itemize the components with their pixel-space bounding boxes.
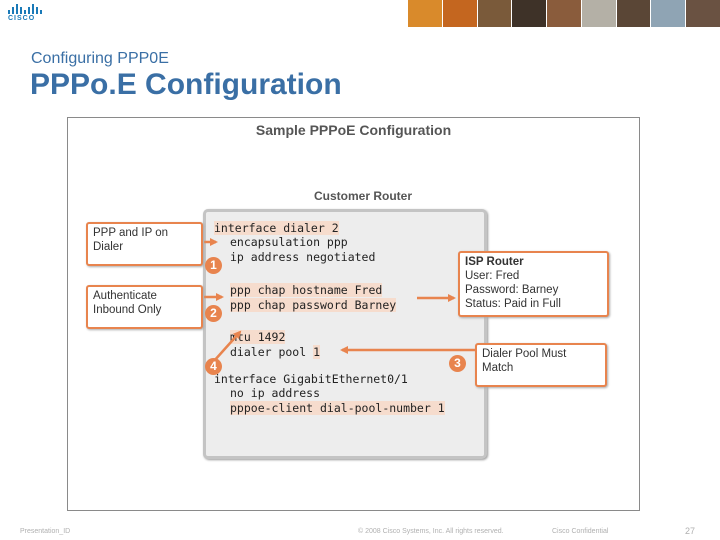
cisco-bars-icon — [8, 4, 44, 14]
cisco-logo: CISCO — [8, 4, 44, 26]
badge-1: 1 — [205, 257, 222, 274]
code-dialer-pool-number: 1 — [313, 345, 321, 359]
slide-subtitle: Configuring PPP0E — [31, 50, 169, 67]
footer-copyright: © 2008 Cisco Systems, Inc. All rights re… — [358, 528, 504, 535]
callout-auth-line2: Inbound Only — [93, 304, 162, 316]
slide-title: PPPo.E Configuration — [30, 68, 342, 101]
figure-title: Sample PPPoE Configuration — [255, 122, 452, 138]
code-interface-dialer: interface dialer 2 — [214, 221, 339, 235]
customer-router-title: Customer Router — [313, 189, 412, 203]
footer-presentation-id: Presentation_ID — [20, 528, 71, 535]
callout-auth-line1: Authenticate — [93, 290, 157, 302]
code-interface-gig: interface GigabitEthernet0/1 — [214, 372, 408, 386]
code-no-ip: no ip address — [230, 386, 321, 400]
callout-isp-user: User: Fred — [465, 270, 520, 282]
callout-pool-line2: Match — [482, 362, 514, 374]
callout-ppp-dialer: PPP and IP on Dialer — [86, 222, 203, 266]
callout-ppp-line1: PPP and IP on — [93, 227, 169, 239]
callout-pool-line1: Dialer Pool Must — [482, 348, 567, 360]
code-encapsulation: encapsulation ppp — [230, 235, 348, 249]
code-chap-password: ppp chap password Barney — [230, 298, 397, 312]
callout-isp-password: Password: Barney — [465, 284, 559, 296]
header-bar: CISCO — [0, 0, 720, 30]
customer-router-box: interface dialer 2 encapsulation ppp ip … — [203, 209, 487, 459]
arrow-mtu — [213, 330, 242, 362]
callout-authenticate: Authenticate Inbound Only — [86, 285, 203, 329]
callout-isp-heading: ISP Router — [465, 256, 524, 268]
code-pppoe-client: pppoe-client dial-pool-number 1 — [230, 401, 445, 415]
code-ip-address: ip address negotiated — [230, 250, 376, 264]
logo-text: CISCO — [8, 15, 36, 22]
callout-isp-status: Status: Paid in Full — [465, 298, 561, 310]
callout-ppp-line2: Dialer — [93, 241, 124, 253]
badge-2: 2 — [205, 305, 222, 322]
config-figure: Sample PPPoE Configuration Customer Rout… — [67, 117, 640, 511]
footer-confidential: Cisco Confidential — [552, 528, 609, 535]
callout-dialer-pool: Dialer Pool Must Match — [475, 343, 607, 387]
code-dialer-pool: dialer pool 1 — [230, 345, 321, 359]
arrows-layer — [204, 238, 475, 362]
code-chap-hostname: ppp chap hostname Fred — [230, 283, 383, 297]
photo-strip — [408, 0, 720, 27]
callout-isp-router: ISP Router User: Fred Password: Barney S… — [458, 251, 609, 317]
code-mtu-text: mtu 1492 — [230, 330, 286, 344]
code-dialer-pool-text: dialer pool — [230, 345, 314, 359]
code-mtu: mtu 1492 — [230, 330, 286, 344]
footer-page-number: 27 — [685, 526, 696, 536]
badge-4: 4 — [205, 358, 222, 375]
badge-3: 3 — [449, 355, 466, 372]
